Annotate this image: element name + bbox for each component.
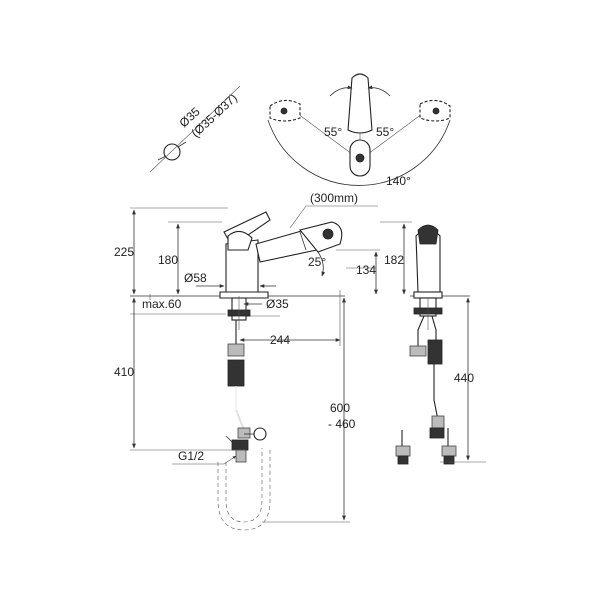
hoses-side bbox=[225, 320, 267, 463]
faucet-front-view bbox=[395, 224, 457, 465]
height-spout-label: 180 bbox=[158, 253, 178, 267]
shank-diameter-label: Ø35 bbox=[266, 297, 289, 311]
hose-length-label: (300mm) bbox=[310, 191, 358, 205]
height-total-label: 225 bbox=[114, 245, 134, 259]
below-height-label: 410 bbox=[114, 365, 134, 379]
spout-angle-label: 25° bbox=[308, 255, 326, 269]
angle-left-label: 55° bbox=[324, 125, 342, 139]
max-thickness-label: max.60 bbox=[142, 297, 182, 311]
hose-range-bottom-label: - 460 bbox=[328, 417, 356, 431]
shank-side bbox=[227, 296, 251, 330]
base-diameter-label: Ø58 bbox=[184, 271, 207, 285]
pullout-hose-loop bbox=[225, 448, 263, 523]
spout-height-label: 134 bbox=[356, 263, 376, 277]
angle-right-label: 55° bbox=[376, 125, 394, 139]
hole-diameter-symbol bbox=[149, 85, 241, 173]
hose-range-top-label: 600 bbox=[330, 401, 350, 415]
angle-total-label: 140° bbox=[386, 174, 411, 188]
lever-rotation-view bbox=[267, 73, 451, 186]
side-height-label: 182 bbox=[384, 253, 404, 267]
side-below-height-label: 440 bbox=[454, 371, 474, 385]
reach-label: 244 bbox=[270, 333, 290, 347]
connection-label: G1/2 bbox=[178, 449, 204, 463]
faucet-body-side bbox=[219, 211, 343, 299]
